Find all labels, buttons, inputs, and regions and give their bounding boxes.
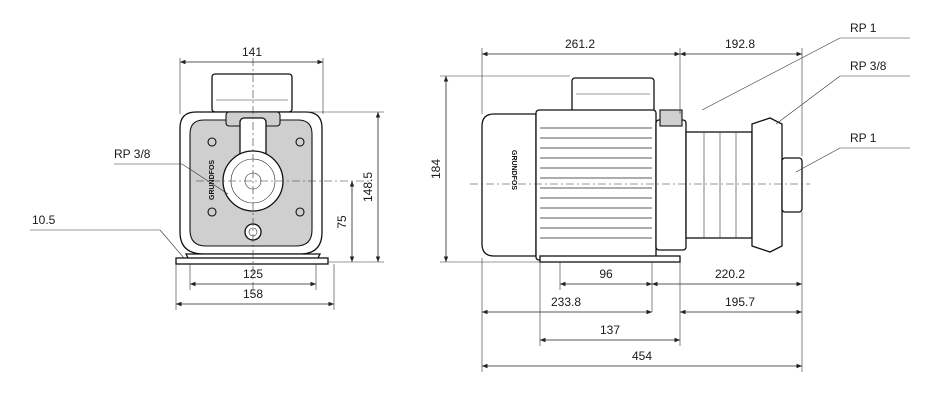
- dim-to-outlet: 220.2: [715, 267, 745, 281]
- dim-foot-inner: 125: [243, 267, 263, 281]
- front-terminal-box: [211, 73, 293, 113]
- side-motor-body: [535, 109, 657, 261]
- side-adapter: [655, 119, 687, 251]
- dim-left-part: 233.8: [551, 295, 581, 309]
- front-view: GRUNDFOS: [175, 58, 370, 296]
- label-front-port: RP 3/8: [114, 147, 151, 161]
- dim-foot-thickness: 10.5: [32, 213, 56, 227]
- side-pump-head: [751, 117, 783, 253]
- dim-right-part: 195.7: [725, 295, 755, 309]
- side-pump-stages: [685, 131, 753, 239]
- dim-pump-length: 192.8: [725, 37, 755, 51]
- dim-foot-center: 137: [600, 323, 620, 337]
- side-outlet: [781, 157, 803, 213]
- dim-shaft-height: 75: [335, 215, 349, 229]
- dim-motor-length: 261.2: [565, 37, 595, 51]
- side-dimensions: 261.2 192.8 184 96 220.2 233.8 195.7 137…: [429, 21, 910, 372]
- dim-foot-outer: 158: [243, 287, 263, 301]
- side-foot: [539, 255, 681, 263]
- dim-total-length: 454: [632, 349, 652, 363]
- dim-foot-span: 96: [599, 267, 613, 281]
- front-dimensions: 141 148.5 75 125 158 10.5 RP 3/8: [30, 45, 384, 310]
- side-view: GRUNDFOS: [470, 77, 810, 263]
- side-brand-text: GRUNDFOS: [510, 150, 517, 190]
- dim-front-width: 141: [242, 45, 262, 59]
- label-outlet: RP 1: [850, 131, 877, 145]
- side-cooling-fins: [540, 127, 652, 239]
- dim-front-height: 148.5: [361, 172, 375, 202]
- side-fan-cover: [481, 113, 537, 257]
- dim-side-height: 184: [429, 159, 443, 179]
- side-terminal-box: [571, 77, 655, 115]
- label-inlet-top: RP 1: [850, 21, 877, 35]
- front-brand-text: GRUNDFOS: [209, 160, 216, 200]
- label-vent: RP 3/8: [850, 59, 887, 73]
